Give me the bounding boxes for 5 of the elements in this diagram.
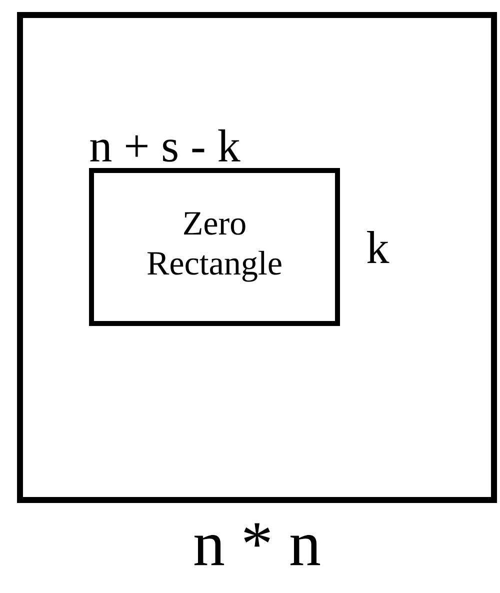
dimension-label: k	[367, 231, 390, 263]
rectangle-box: Zero Rectangle	[89, 168, 340, 326]
matrix-box	[17, 12, 497, 503]
matrix-size-label: n * n	[194, 523, 320, 566]
dimension-label: n + s - k	[90, 129, 240, 162]
